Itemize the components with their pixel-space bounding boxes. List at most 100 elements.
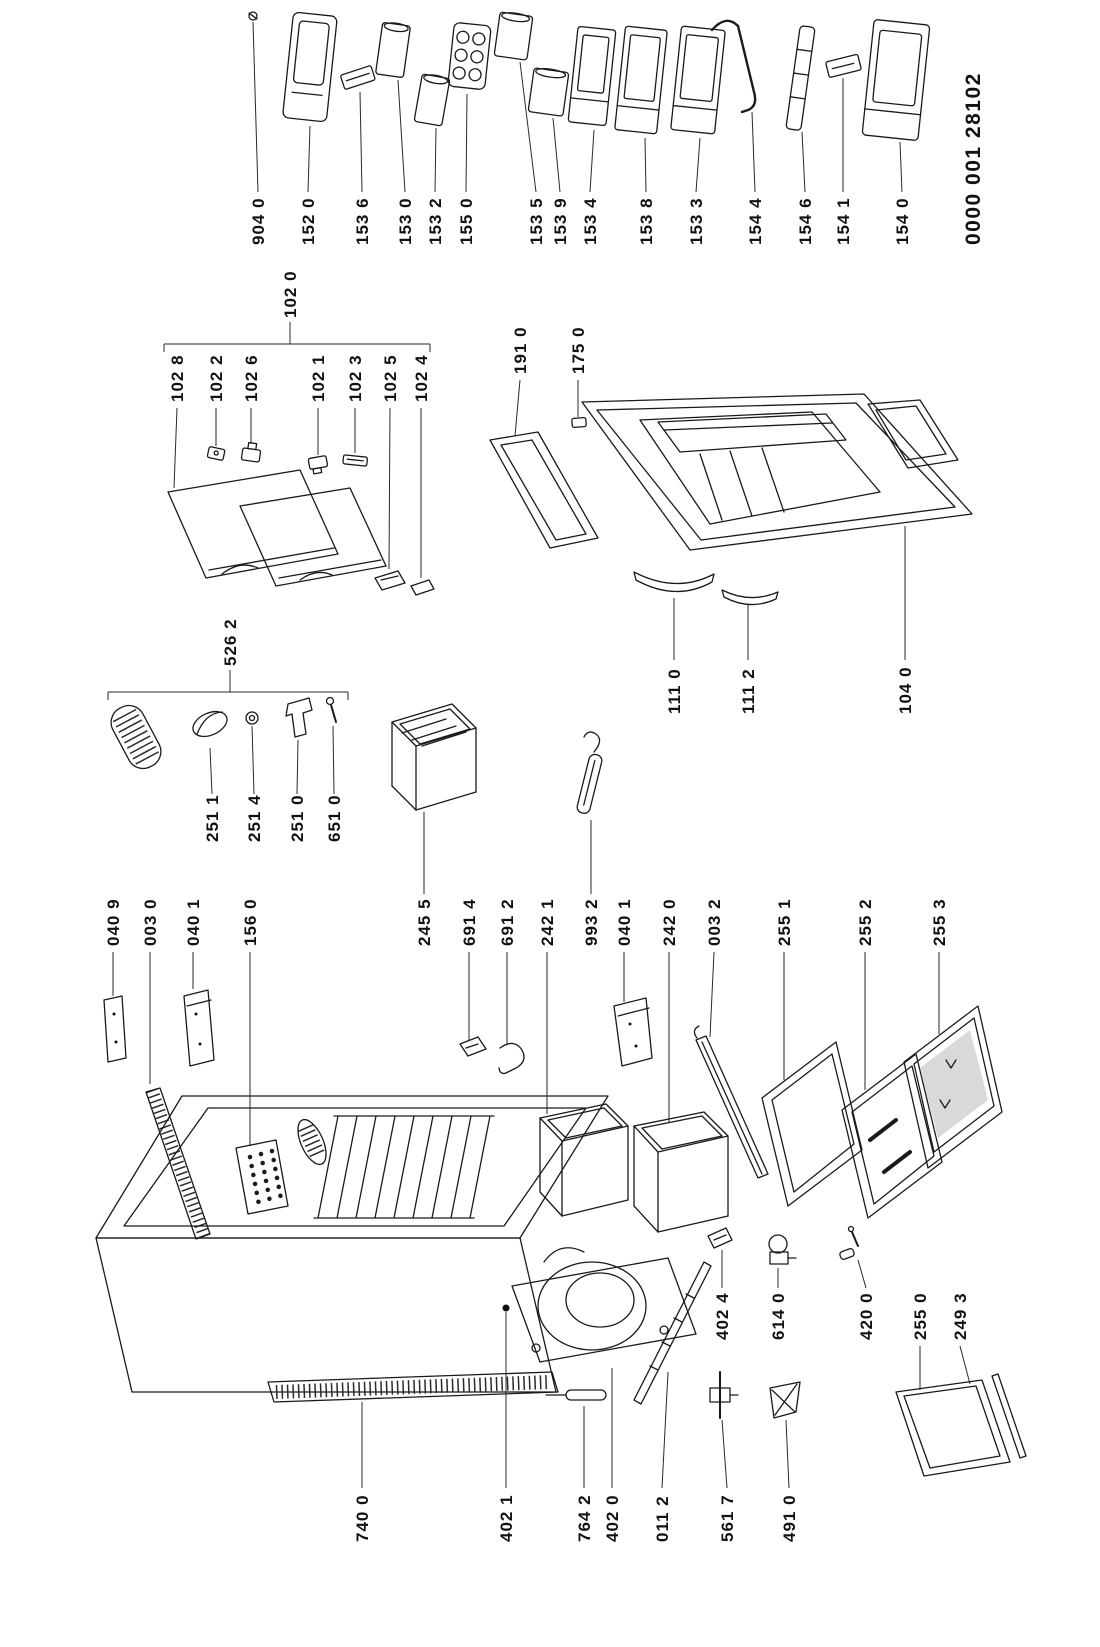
part-art-hook-691-2 bbox=[498, 1042, 525, 1075]
part-label-top-8: 153 4 bbox=[581, 197, 600, 245]
part-label-top-11: 154 4 bbox=[746, 197, 765, 245]
part-art-sensor-993-2 bbox=[576, 731, 603, 814]
part-label-shelf-3: 102 1 bbox=[309, 354, 328, 402]
part-label-bottom-0: 740 0 bbox=[353, 1494, 372, 1542]
part-art-clip-102-1 bbox=[307, 455, 329, 475]
part-label-right-4: 249 3 bbox=[951, 1292, 970, 1340]
part-label-right-3: 255 0 bbox=[911, 1292, 930, 1340]
part-art-door-shelf-153-3 bbox=[670, 25, 726, 135]
part-art-wire-154-4 bbox=[710, 19, 757, 114]
part-art-control-panel-156-0 bbox=[235, 1139, 289, 1215]
part-label-lamp-1: 251 4 bbox=[245, 794, 264, 842]
part-art-box-153-5 bbox=[493, 11, 534, 61]
part-art-glass-shelf-a-102-8 bbox=[167, 469, 339, 579]
part-label-mid-1: 003 0 bbox=[141, 898, 160, 946]
part-art-clip-102-6 bbox=[240, 441, 262, 463]
part-art-strip-154-6 bbox=[785, 25, 816, 131]
part-label-mid-8: 993 2 bbox=[582, 898, 601, 946]
part-art-screw-420-0 bbox=[839, 1225, 859, 1260]
part-label-mid-4: 245 5 bbox=[415, 898, 434, 946]
part-art-interior-lamp bbox=[297, 1118, 327, 1166]
part-label-top-0: 904 0 bbox=[249, 197, 268, 245]
leader-lines-door-group bbox=[514, 379, 906, 660]
part-label-top-5: 155 0 bbox=[457, 197, 476, 245]
part-art-box-153-9 bbox=[527, 67, 570, 117]
part-art-glass-shelf-b-102-8 bbox=[239, 487, 387, 587]
part-art-box-242-1 bbox=[539, 1103, 629, 1217]
part-label-lamp-0: 251 1 bbox=[203, 794, 222, 842]
part-label-bottom-5: 561 7 bbox=[718, 1494, 737, 1542]
part-number-labels: 904 0 152 0 153 6 153 0 153 2 155 0 153 … bbox=[104, 72, 985, 1542]
part-art-heater-strip-003-0 bbox=[145, 1087, 211, 1240]
part-art-box-242-0 bbox=[633, 1111, 729, 1233]
part-label-right-2: 420 0 bbox=[857, 1292, 876, 1340]
part-art-door-shelf-153-8 bbox=[614, 25, 668, 135]
part-label-mid-5: 691 4 bbox=[460, 898, 479, 946]
part-art-door-104-0 bbox=[581, 393, 973, 551]
part-art-screw-651-0 bbox=[325, 696, 337, 723]
part-label-door-bottom-2: 104 0 bbox=[896, 666, 915, 714]
part-label-door-bottom-0: 111 0 bbox=[665, 668, 684, 714]
part-label-top-14: 154 0 bbox=[893, 197, 912, 245]
part-art-egg-tray-155-0 bbox=[447, 22, 492, 90]
part-label-mid-2: 040 1 bbox=[184, 898, 203, 946]
part-art-bracket-154-1 bbox=[825, 53, 862, 78]
part-label-right-0: 402 4 bbox=[713, 1292, 732, 1340]
part-art-shelf-255-1 bbox=[761, 1041, 863, 1207]
part-art-clip-102-2 bbox=[206, 446, 226, 461]
part-art-box-153-2 bbox=[413, 73, 451, 127]
part-art-shelf-255-2 bbox=[841, 1053, 943, 1219]
part-label-shelf-1: 102 2 bbox=[207, 354, 226, 402]
part-art-gasket-191-0 bbox=[489, 431, 599, 549]
part-art-door-shelf-154-0 bbox=[861, 19, 931, 141]
part-art-box-153-0 bbox=[375, 22, 411, 78]
part-label-mid-10: 242 0 bbox=[660, 898, 679, 946]
leader-lines-lamp-group bbox=[107, 670, 349, 795]
part-label-mid-14: 255 3 bbox=[930, 898, 949, 946]
part-label-mid-0: 040 9 bbox=[104, 898, 123, 946]
part-label-shelf-4: 102 3 bbox=[346, 354, 365, 402]
part-art-clip-691-4 bbox=[459, 1036, 487, 1057]
part-label-top-13: 154 1 bbox=[834, 197, 853, 245]
part-art-screw-904-0 bbox=[248, 11, 258, 21]
part-art-tube-764-2 bbox=[545, 1389, 607, 1401]
part-art-condenser-grille-740-0 bbox=[267, 1371, 559, 1403]
part-art-hinge-pin-175-0 bbox=[571, 417, 587, 428]
part-label-shelf-parent: 102 0 bbox=[281, 270, 300, 318]
part-label-mid-7: 242 1 bbox=[538, 898, 557, 946]
part-art-tray-152-0 bbox=[282, 11, 338, 123]
part-art-cabinet-body bbox=[95, 1095, 609, 1393]
part-label-right-1: 614 0 bbox=[769, 1292, 788, 1340]
part-art-bracket-153-6 bbox=[340, 65, 376, 90]
part-label-mid-3: 156 0 bbox=[241, 898, 260, 946]
part-label-mid-9: 040 1 bbox=[615, 898, 634, 946]
part-art-compressor bbox=[502, 1247, 697, 1363]
part-art-trim-249-3 bbox=[991, 1373, 1027, 1459]
part-label-top-6: 153 5 bbox=[527, 197, 546, 245]
part-label-door-top-0: 191 0 bbox=[511, 326, 530, 374]
part-art-trim-111-0 bbox=[633, 571, 715, 593]
part-art-valve-614-0 bbox=[768, 1234, 797, 1265]
part-label-top-10: 153 3 bbox=[687, 197, 706, 245]
leader-lines-shelf-group bbox=[163, 322, 431, 578]
part-art-plate-040-1b bbox=[613, 997, 653, 1067]
part-label-shelf-0: 102 8 bbox=[168, 354, 187, 402]
part-art-clip-402-4 bbox=[707, 1227, 733, 1249]
leader-lines-right-column bbox=[721, 1250, 971, 1390]
part-art-plate-040-1 bbox=[183, 989, 215, 1067]
part-label-shelf-6: 102 4 bbox=[412, 354, 431, 402]
part-art-glass-shelf-255-0 bbox=[895, 1379, 1011, 1477]
part-art-trim-111-2 bbox=[721, 589, 779, 606]
part-art-lamp-housing-526-2 bbox=[110, 704, 162, 770]
part-art-bracket-491-0 bbox=[769, 1381, 801, 1419]
part-label-lamp-parent: 526 2 bbox=[221, 618, 240, 666]
leader-lines-bottom-row bbox=[361, 1312, 790, 1489]
part-art-bracket-251-0 bbox=[285, 697, 313, 738]
document-number: 0000 001 28102 bbox=[962, 72, 985, 245]
part-label-bottom-4: 011 2 bbox=[653, 1495, 672, 1542]
part-label-top-2: 153 6 bbox=[353, 197, 372, 245]
part-art-clip-102-3 bbox=[342, 454, 369, 467]
part-label-bottom-6: 491 0 bbox=[780, 1494, 799, 1542]
part-art-glass-shelf-255-3 bbox=[903, 1005, 1003, 1169]
